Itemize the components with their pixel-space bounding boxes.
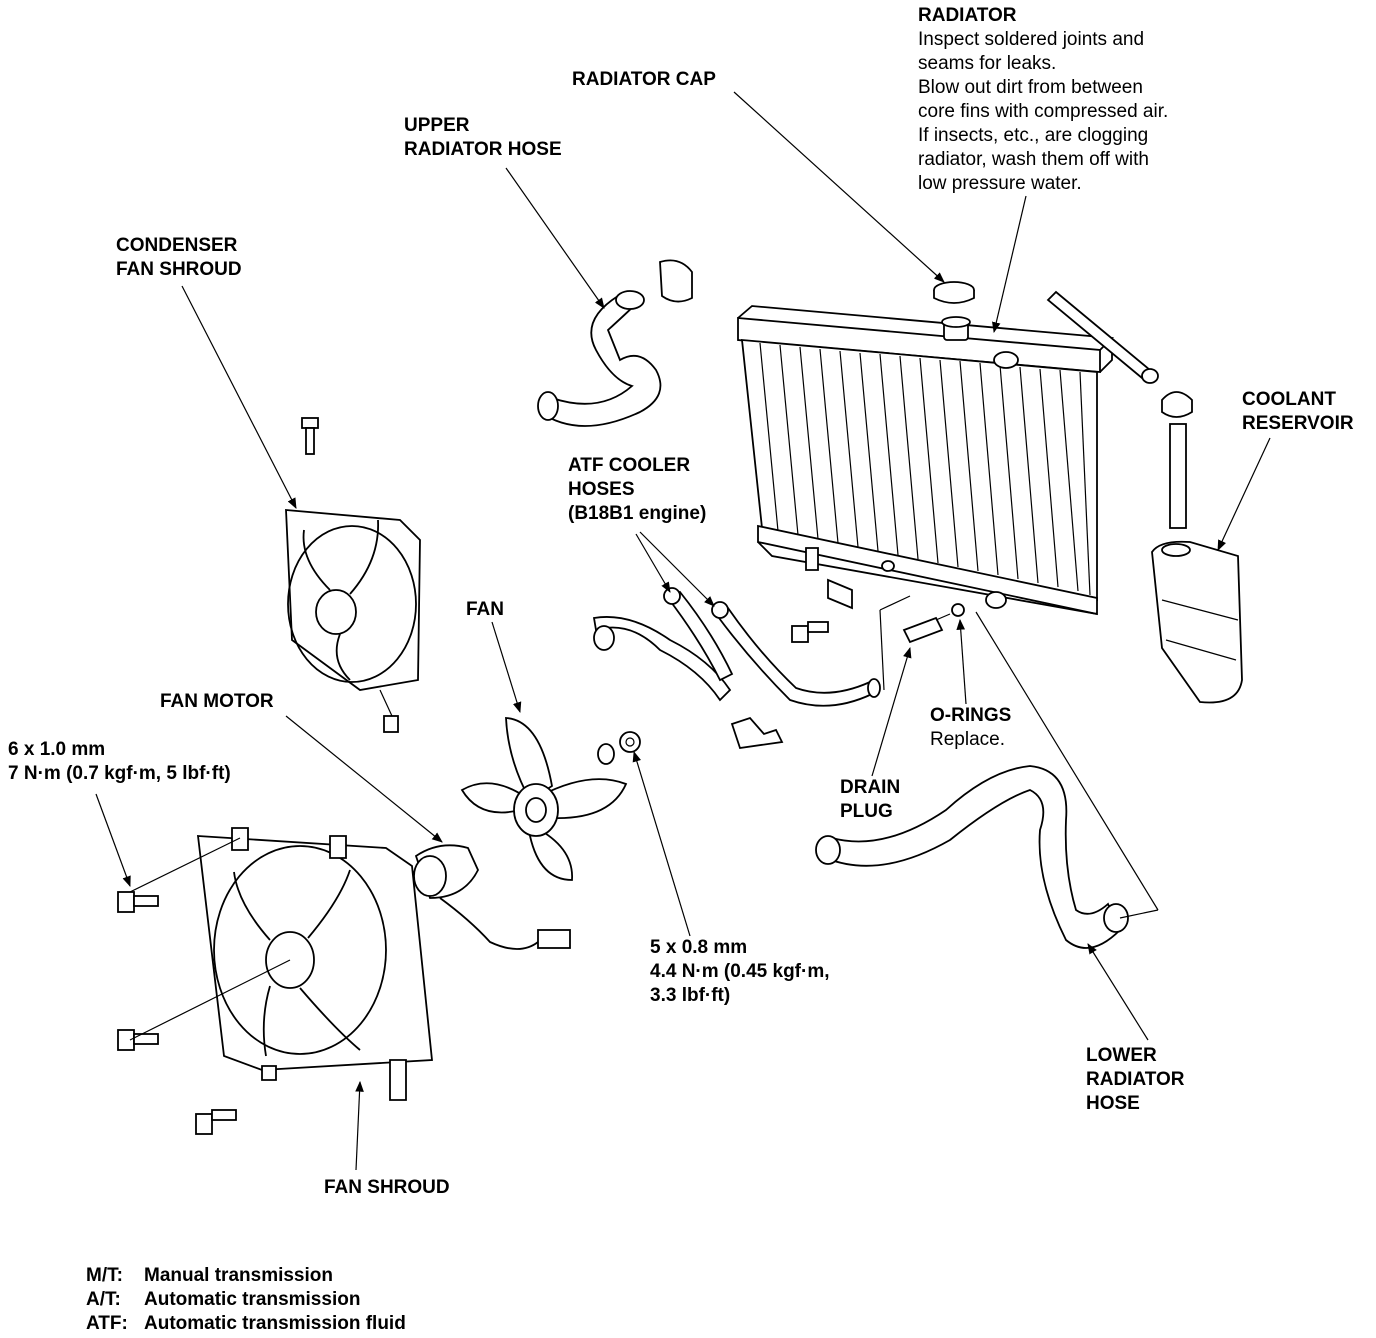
legend-row: M/T: Manual transmission	[86, 1264, 406, 1288]
label-line: 6 x 1.0 mm	[8, 739, 106, 760]
label-line: Replace.	[930, 729, 1005, 750]
drain-plug	[902, 613, 951, 644]
label-line: DRAIN	[840, 777, 901, 798]
label-line: UPPER	[404, 115, 470, 136]
radiator-cap	[933, 281, 975, 304]
radiator-cap-label: RADIATOR CAP	[572, 69, 716, 90]
o-ring	[951, 603, 965, 617]
lower-radiator-hose	[815, 765, 1129, 949]
shroud-bolt	[195, 1109, 237, 1135]
legend-abbr: A/T:	[86, 1289, 121, 1310]
radiator-note: Blow out dirt from between	[918, 77, 1143, 98]
label-line: 7 N·m (0.7 kgf·m, 5 lbf·ft)	[8, 763, 231, 784]
label-line: 4.4 N·m (0.45 kgf·m,	[650, 961, 830, 982]
radiator-title: RADIATOR	[918, 5, 1017, 26]
radiator-note: radiator, wash them off with	[918, 149, 1149, 170]
label-line: RESERVOIR	[1242, 413, 1354, 434]
shroud-bolt	[117, 891, 159, 913]
fan-shroud-label: FAN SHROUD	[324, 1177, 450, 1198]
shroud-bolt	[117, 1029, 159, 1051]
overflow-tube	[1046, 290, 1193, 529]
upper-radiator-hose-label: UPPER RADIATOR HOSE	[404, 114, 562, 162]
fan-nut-washer	[597, 731, 641, 765]
legend-abbr: M/T:	[86, 1265, 123, 1286]
label-line: RADIATOR HOSE	[404, 139, 562, 160]
bolt-6mm-spec-label: 6 x 1.0 mm 7 N·m (0.7 kgf·m, 5 lbf·ft)	[8, 738, 231, 786]
leader-lines	[95, 91, 1271, 1171]
radiator-core-fins	[759, 342, 1091, 596]
atf-cooler-hoses	[592, 587, 881, 749]
atf-cooler-hoses-label: ATF COOLER HOSES (B18B1 engine)	[568, 454, 706, 526]
label-line: 5 x 0.8 mm	[650, 937, 748, 958]
radiator-note: seams for leaks.	[918, 53, 1057, 74]
radiator-note: If insects, etc., are clogging	[918, 125, 1149, 146]
radiator-note: Inspect soldered joints and	[918, 29, 1145, 50]
radiator-label: RADIATOR Inspect soldered joints and sea…	[918, 4, 1168, 196]
condenser-fan-shroud	[285, 417, 421, 733]
label-line: COOLANT	[1242, 389, 1336, 410]
legend-abbr: ATF:	[86, 1313, 128, 1334]
fan-blade	[460, 717, 628, 881]
lower-radiator-hose-label: LOWER RADIATOR HOSE	[1086, 1044, 1185, 1116]
coolant-reservoir-label: COOLANT RESERVOIR	[1242, 388, 1354, 436]
radiator-bracket-bolt	[791, 621, 829, 643]
label-line: CONDENSER	[116, 235, 238, 256]
legend-text: Automatic transmission	[144, 1289, 361, 1310]
legend-row: A/T: Automatic transmission	[86, 1288, 406, 1312]
label-line: RADIATOR	[1086, 1069, 1185, 1090]
radiator-note: core fins with compressed air.	[918, 101, 1169, 122]
label-line: 3.3 lbf·ft)	[650, 985, 731, 1006]
coolant-reservoir	[1151, 540, 1243, 704]
condenser-fan-shroud-label: CONDENSER FAN SHROUD	[116, 234, 242, 282]
label-line: LOWER	[1086, 1045, 1157, 1066]
label-line: O-RINGS	[930, 705, 1012, 726]
label-line: ATF COOLER	[568, 455, 691, 476]
radiator-note: low pressure water.	[918, 173, 1082, 194]
legend-row: ATF: Automatic transmission fluid	[86, 1312, 406, 1336]
fan-motor-label: FAN MOTOR	[160, 691, 274, 712]
abbreviation-legend: M/T: Manual transmission A/T: Automatic tr…	[86, 1264, 406, 1336]
label-line: PLUG	[840, 801, 893, 822]
radiator	[737, 305, 1114, 616]
label-line: (B18B1 engine)	[568, 503, 707, 524]
o-rings-label: O-RINGS Replace.	[930, 704, 1011, 752]
legend-text: Manual transmission	[144, 1265, 333, 1286]
drain-plug-label: DRAIN PLUG	[840, 776, 900, 824]
legend-text: Automatic transmission fluid	[144, 1313, 406, 1334]
fan-motor	[413, 844, 571, 950]
label-line: FAN SHROUD	[116, 259, 242, 280]
label-line: HOSES	[568, 479, 635, 500]
fan-label: FAN	[466, 599, 504, 620]
label-line: HOSE	[1086, 1093, 1140, 1114]
fan-shroud	[196, 827, 433, 1101]
upper-radiator-hose	[537, 259, 693, 427]
nut-5mm-spec-label: 5 x 0.8 mm 4.4 N·m (0.45 kgf·m, 3.3 lbf·…	[650, 936, 830, 1008]
